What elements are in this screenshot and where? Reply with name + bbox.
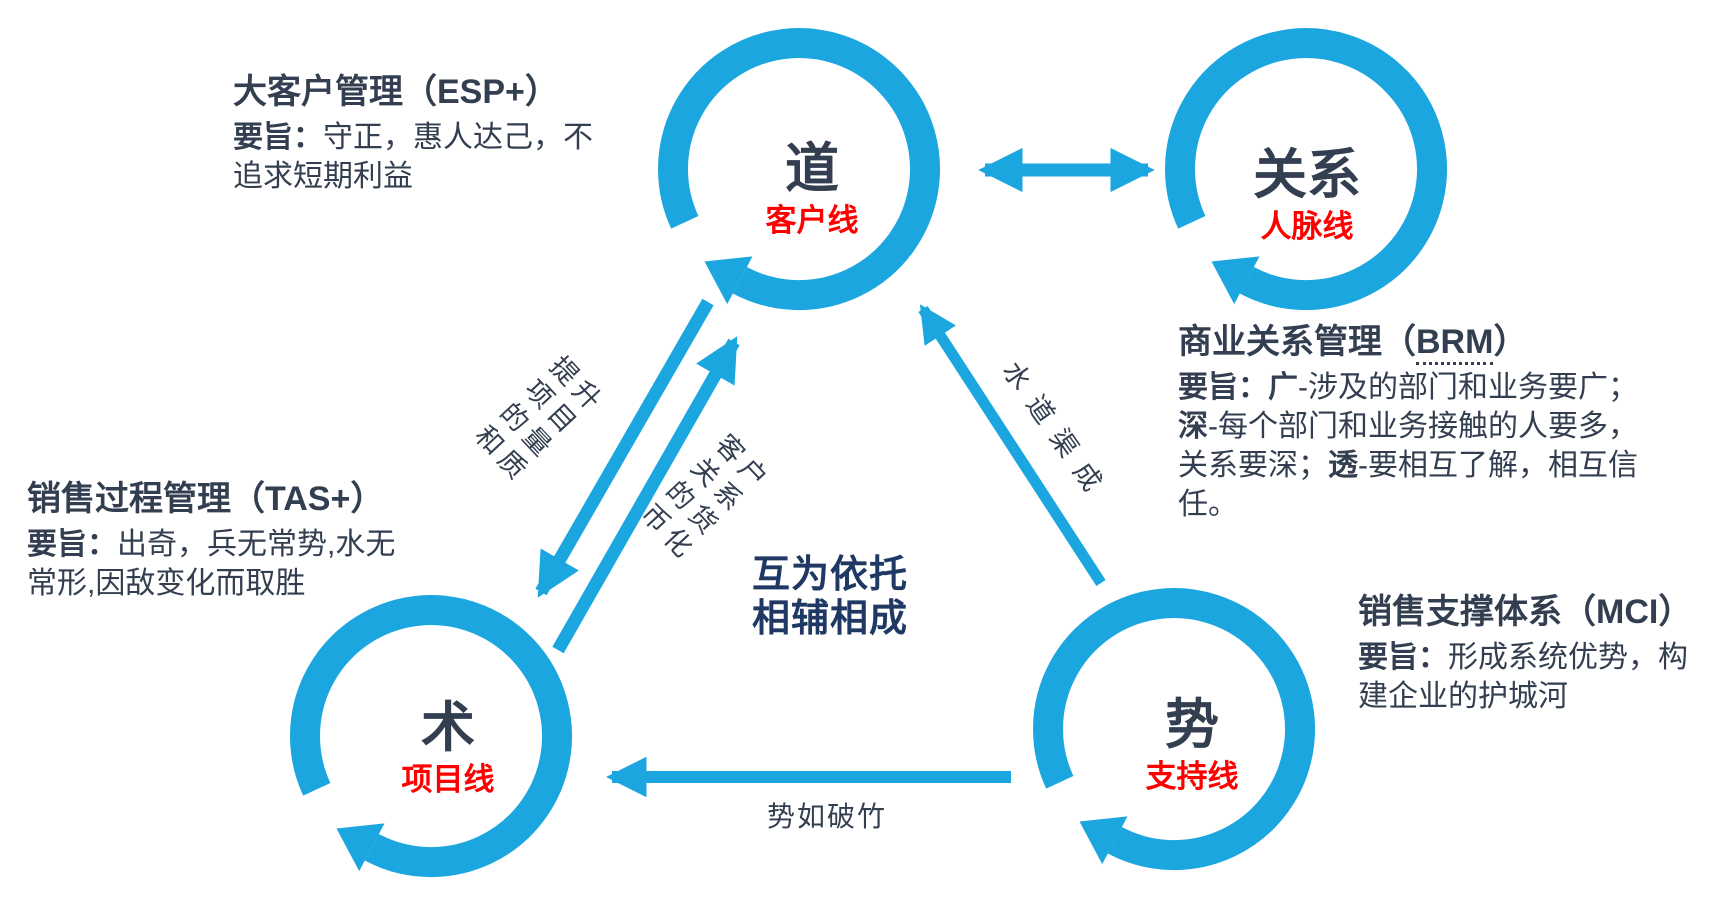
block-esp-title: 大客户管理（ESP+） xyxy=(233,73,559,111)
arrow-dao-to-shu xyxy=(535,298,714,598)
block-brm: 商业关系管理（BRM） 要旨：广-涉及的部门和业务要广； 深-每个部门和业务接触… xyxy=(1178,320,1638,524)
block-mci-body: 要旨：形成系统优势，构 建企业的护城河 xyxy=(1358,641,1688,713)
block-tas-body: 要旨：出奇，兵无常势,水无 常形,因敌变化而取胜 xyxy=(27,528,396,600)
center-slogan: 互为依托 相辅相成 xyxy=(752,554,909,640)
node-dao: 道 客户线 xyxy=(766,141,859,239)
node-guanxi: 关系 人脉线 xyxy=(1253,147,1361,245)
cycle-ring-dao xyxy=(658,28,940,311)
cycle-ring-shu xyxy=(290,595,572,878)
block-brm-acronym: BRM xyxy=(1416,323,1494,365)
block-tas: 销售过程管理（TAS+） 要旨：出奇，兵无常势,水无 常形,因敌变化而取胜 xyxy=(27,477,395,603)
node-shi-subtitle: 支持线 xyxy=(1145,759,1239,794)
node-shu: 术 项目线 xyxy=(402,700,495,798)
block-mci: 销售支撑体系（MCI） 要旨：形成系统优势，构 建企业的护城河 xyxy=(1358,590,1692,716)
block-brm-title-suffix: ） xyxy=(1493,323,1528,361)
arrow-shu-to-dao xyxy=(552,336,740,654)
node-shu-char: 术 xyxy=(421,698,475,758)
block-tas-title: 销售过程管理（TAS+） xyxy=(27,480,385,518)
arrow-label-shiru: 势如破竹 xyxy=(766,801,888,832)
arrow-shi-to-dao xyxy=(918,304,1106,586)
block-esp-body: 要旨：守正，惠人达己，不 追求短期利益 xyxy=(233,121,593,193)
cycle-ring-shi xyxy=(1033,588,1315,871)
block-esp: 大客户管理（ESP+） 要旨：守正，惠人达己，不 追求短期利益 xyxy=(233,70,593,196)
block-mci-title: 销售支撑体系（MCI） xyxy=(1358,593,1693,631)
node-shi: 势 支持线 xyxy=(1146,697,1239,795)
block-brm-body: 要旨：广-涉及的部门和业务要广； 深-每个部门和业务接触的人要多， 关系要深；透… xyxy=(1178,371,1638,521)
block-brm-title: 商业关系管理（BRM） xyxy=(1178,320,1638,365)
node-shi-char: 势 xyxy=(1165,695,1219,755)
node-guanxi-char: 关系 xyxy=(1253,145,1361,205)
node-dao-subtitle: 客户线 xyxy=(765,203,859,238)
node-shu-subtitle: 项目线 xyxy=(401,762,495,797)
node-guanxi-subtitle: 人脉线 xyxy=(1260,209,1354,244)
node-dao-char: 道 xyxy=(785,139,839,199)
block-brm-title-prefix: 商业关系管理（ xyxy=(1178,323,1416,361)
cycle-ring-guanxi xyxy=(1165,28,1447,311)
